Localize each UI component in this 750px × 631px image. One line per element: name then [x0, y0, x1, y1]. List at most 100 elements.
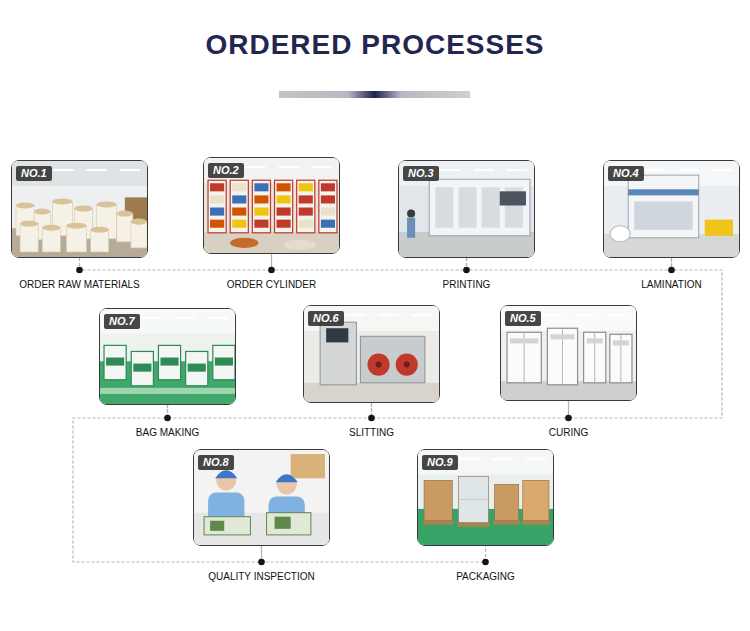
scene-shape — [277, 220, 291, 228]
step-label: QUALITY INSPECTION — [206, 571, 317, 583]
scene-shape — [523, 480, 549, 520]
scene-shape — [117, 211, 133, 217]
scene-shape — [412, 314, 432, 316]
scene-shape — [100, 309, 235, 334]
scene-shape — [407, 218, 415, 238]
scene-shape — [547, 328, 577, 385]
title-underline — [279, 91, 470, 98]
scene-shape — [53, 169, 73, 171]
process-card: NO.3PRINTING — [398, 160, 535, 258]
scene-shape — [210, 220, 224, 228]
scene-shape — [131, 222, 147, 248]
scene-shape — [440, 169, 460, 171]
scene-shape — [232, 183, 246, 191]
scene-shape — [133, 364, 151, 372]
scene-shape — [175, 317, 195, 319]
scene-group — [204, 158, 339, 253]
scene-shape — [66, 226, 86, 252]
scene-shape — [232, 208, 246, 216]
step-label: ORDER RAW MATERIALS — [17, 279, 142, 291]
scene-shape — [186, 351, 208, 385]
scene-shape — [628, 175, 699, 238]
scene-shape — [141, 317, 161, 319]
scene-shape — [299, 195, 313, 203]
scene-shape — [194, 513, 329, 545]
scene-shape — [194, 450, 329, 545]
scene-shape — [131, 351, 153, 385]
scene-shape — [131, 219, 147, 225]
scene-shape — [252, 180, 270, 233]
scene-shape — [457, 523, 489, 527]
scene-shape — [277, 183, 291, 191]
step-number: NO.1 — [16, 166, 52, 181]
scene-shape — [20, 221, 38, 227]
scene-shape — [158, 345, 180, 379]
scene-shape — [587, 338, 603, 343]
step-number: NO.8 — [198, 455, 234, 470]
scene-shape — [321, 220, 335, 228]
scene-shape — [321, 183, 335, 191]
scene-shape — [16, 202, 34, 208]
step-number: NO.7 — [104, 314, 140, 329]
scene-shape — [254, 208, 268, 216]
process-card: NO.5CURING — [500, 305, 637, 401]
flow-dot — [463, 267, 470, 274]
scene-shape — [204, 517, 250, 535]
scene-shape — [34, 208, 50, 214]
scene-shape — [326, 328, 348, 342]
scene-shape — [493, 458, 513, 460]
flow-connector — [467, 258, 672, 270]
page-title: ORDERED PROCESSES — [0, 28, 750, 62]
process-card: NO.7BAG MAKING — [99, 308, 236, 405]
scene-shape — [117, 214, 133, 242]
step-label: CURING — [547, 427, 590, 439]
flow-connector — [372, 401, 569, 418]
flow-dot — [258, 559, 265, 566]
scene-shape — [230, 180, 248, 233]
step-number: NO.3 — [403, 166, 439, 181]
process-card: NO.2ORDER CYLINDER — [203, 157, 340, 254]
scene-shape — [399, 161, 534, 257]
scene-shape — [494, 521, 520, 525]
scene-shape — [208, 180, 226, 233]
scene-shape — [319, 180, 337, 233]
scene-shape — [12, 161, 147, 257]
step-number: NO.4 — [608, 166, 644, 181]
flow-dot — [164, 415, 171, 422]
scene-shape — [459, 458, 479, 460]
scene-group — [604, 161, 739, 257]
scene-shape — [550, 334, 574, 339]
scene-shape — [482, 187, 500, 227]
scene-shape — [275, 517, 291, 529]
scene-shape — [610, 334, 632, 383]
scene-shape — [208, 317, 228, 319]
scene-shape — [277, 208, 291, 216]
scene-shape — [204, 158, 339, 253]
scene-shape — [215, 358, 233, 366]
scene-shape — [705, 220, 733, 236]
scene-group — [194, 450, 329, 545]
scene-shape — [418, 450, 553, 475]
scene-shape — [576, 314, 596, 316]
flow-dot — [565, 415, 572, 422]
scene-shape — [360, 336, 424, 382]
scene-shape — [458, 187, 476, 227]
scene-shape — [254, 220, 268, 228]
scene-shape — [284, 240, 316, 250]
flow-dot — [668, 267, 675, 274]
scene-shape — [679, 169, 699, 171]
scene-shape — [120, 169, 140, 171]
scene-shape — [500, 191, 526, 205]
scene-shape — [634, 201, 692, 229]
scene-shape — [610, 226, 630, 242]
scene-shape — [204, 232, 339, 253]
process-card: NO.9PACKAGING — [417, 449, 554, 546]
scene-group — [304, 306, 439, 402]
scene-shape — [474, 169, 494, 171]
scene-shape — [276, 474, 298, 482]
step-label: LAMINATION — [639, 279, 703, 291]
scene-shape — [435, 187, 453, 227]
step-label: SLITTING — [347, 427, 396, 439]
process-card: NO.1ORDER RAW MATERIALS — [11, 160, 148, 258]
flow-connector — [262, 546, 486, 562]
